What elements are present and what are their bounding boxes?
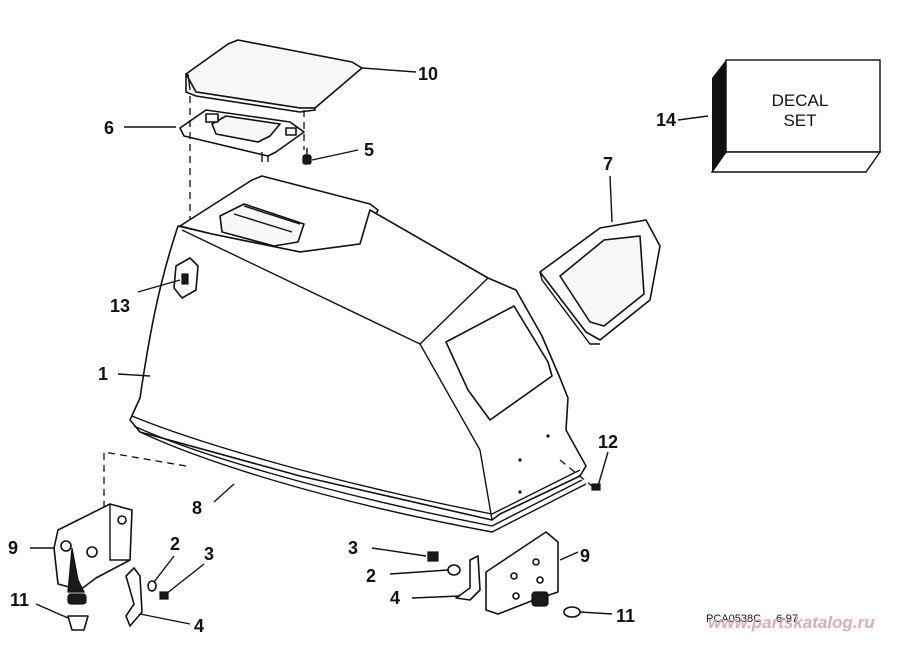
callout-11-right: 11 bbox=[616, 606, 635, 626]
mount-left-part bbox=[67, 593, 89, 631]
callout-9-left: 9 bbox=[8, 538, 18, 558]
bracket-left-part bbox=[53, 503, 133, 593]
engine-cover-part bbox=[129, 175, 587, 533]
callout-5: 5 bbox=[364, 140, 374, 160]
callout-10: 10 bbox=[418, 64, 438, 84]
callout-1: 1 bbox=[98, 364, 108, 384]
callout-7: 7 bbox=[603, 154, 613, 174]
callout-9-right: 9 bbox=[580, 546, 590, 566]
callout-12: 12 bbox=[598, 432, 618, 452]
screw-12-part bbox=[559, 459, 601, 491]
watermark-text: www.partskatalog.ru bbox=[708, 613, 875, 632]
callout-3-left: 3 bbox=[204, 544, 214, 564]
callout-4-right: 4 bbox=[390, 588, 400, 608]
washer-left-part bbox=[147, 580, 157, 592]
decal-line1: DECAL bbox=[772, 91, 829, 110]
callout-4-left: 4 bbox=[194, 616, 204, 636]
cover-lid-part bbox=[185, 39, 363, 113]
drawing-date: 6-97 bbox=[776, 613, 798, 625]
link-left-part bbox=[125, 567, 143, 627]
callout-13: 13 bbox=[110, 296, 130, 316]
mount-right-part bbox=[563, 606, 581, 618]
latch-13-part bbox=[173, 257, 199, 299]
screw-right-part bbox=[427, 551, 439, 562]
screw-left-part bbox=[159, 591, 169, 600]
decal-line2: SET bbox=[783, 111, 816, 130]
callout-6: 6 bbox=[104, 118, 114, 138]
decal-set-part: DECAL SET bbox=[710, 59, 882, 173]
drawing-code: PCA0538C bbox=[706, 613, 761, 625]
alignment-line-bracket bbox=[103, 451, 187, 510]
link-right-part bbox=[455, 555, 481, 601]
callout-2-left: 2 bbox=[170, 534, 180, 554]
window-frame-part bbox=[539, 219, 661, 345]
washer-right-part bbox=[447, 564, 461, 576]
callout-3-right: 3 bbox=[348, 538, 358, 558]
callout-11-left: 11 bbox=[10, 590, 29, 610]
leader-lines bbox=[30, 67, 709, 625]
screw-5-part bbox=[302, 148, 312, 165]
callout-2-right: 2 bbox=[366, 566, 376, 586]
bracket-right-part bbox=[485, 531, 559, 615]
seal-plate-part bbox=[179, 109, 305, 162]
callout-14: 14 bbox=[656, 110, 676, 130]
callout-8: 8 bbox=[192, 498, 202, 518]
